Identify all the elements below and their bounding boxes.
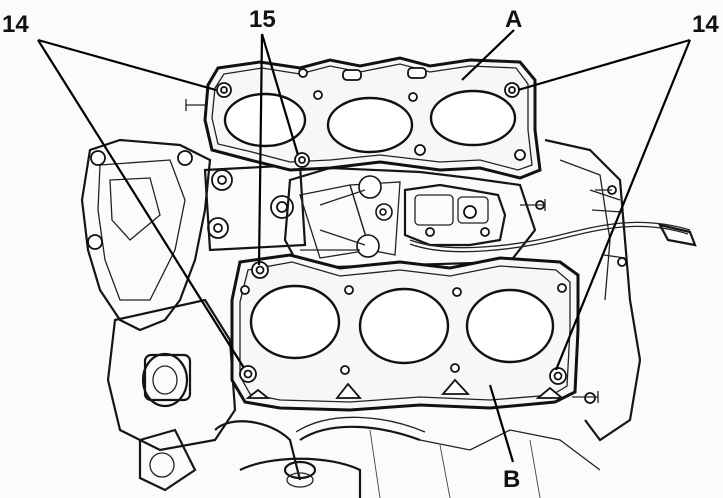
upper-gasket-a	[203, 56, 542, 180]
lower-bore-2	[358, 287, 450, 365]
leader-15-lower	[257, 33, 264, 266]
callout-a: A	[505, 6, 522, 33]
engine-block	[80, 99, 697, 498]
upper-bore-2	[326, 96, 414, 154]
callout-b: B	[503, 466, 520, 493]
lower-gasket-b	[230, 253, 580, 412]
callout-14-right: 14	[692, 11, 719, 38]
lower-bore-3	[465, 288, 555, 364]
leader-b	[488, 384, 515, 463]
callout-14-left: 14	[2, 11, 29, 38]
leader-14-right-lower	[554, 39, 692, 371]
leader-a	[461, 29, 515, 81]
leader-14-right-upper	[517, 38, 691, 92]
upper-bore-1	[223, 92, 307, 148]
leader-14-left-upper	[37, 38, 217, 92]
upper-bore-3	[429, 89, 517, 147]
leader-15-upper	[260, 33, 300, 156]
callout-15: 15	[249, 6, 276, 33]
leader-14-left-lower	[37, 39, 245, 369]
leader-lines	[37, 29, 692, 463]
lower-bore-1	[249, 284, 341, 360]
